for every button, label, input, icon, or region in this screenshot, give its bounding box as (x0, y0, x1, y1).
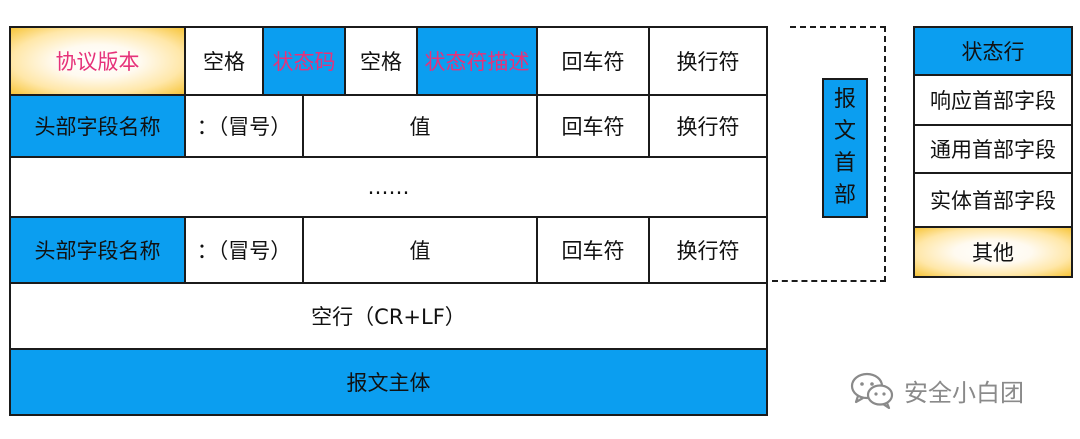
colon-cell-1: ：（冒号） (184, 94, 304, 158)
dashed-bracket-right (884, 26, 886, 282)
dashed-bracket-top (790, 26, 886, 28)
line-feed-cell: 换行符 (648, 26, 768, 96)
legend-other: 其他 (913, 226, 1073, 278)
dashed-bracket-bottom (772, 280, 886, 282)
carriage-return-cell-2: 回车符 (536, 216, 650, 284)
legend-entity-header: 实体首部字段 (913, 172, 1073, 228)
status-description-cell: 状态符描述 (416, 26, 538, 96)
message-header-char: 部 (833, 183, 856, 208)
legend-response-header: 响应首部字段 (913, 74, 1073, 126)
header-field-name-cell-1: 头部字段名称 (9, 94, 186, 158)
message-header-char: 首 (833, 151, 856, 176)
value-cell-2: 值 (302, 216, 538, 284)
value-cell-1: 值 (302, 94, 538, 158)
message-body-row: 报文主体 (9, 348, 768, 416)
line-feed-cell-1: 换行符 (648, 94, 768, 158)
carriage-return-cell: 回车符 (536, 26, 650, 96)
wechat-icon (850, 372, 894, 409)
watermark-text: 安全小白团 (904, 378, 1024, 407)
watermark: 安全小白团 (850, 368, 1024, 412)
message-header-char: 文 (833, 119, 856, 144)
legend-general-header: 通用首部字段 (913, 124, 1073, 174)
colon-cell-2: ：（冒号） (184, 216, 304, 284)
space-cell-2: 空格 (344, 26, 418, 96)
legend-status-line: 状态行 (913, 26, 1073, 76)
message-header-char: 报 (833, 87, 856, 112)
header-field-name-cell-2: 头部字段名称 (9, 216, 186, 284)
ellipsis-row: …… (9, 156, 768, 218)
line-feed-cell-2: 换行符 (648, 216, 768, 284)
space-cell-1: 空格 (184, 26, 264, 96)
blank-line-row: 空行（CR+LF） (9, 282, 768, 350)
carriage-return-cell-1: 回车符 (536, 94, 650, 158)
protocol-version-cell: 协议版本 (9, 26, 186, 96)
message-header-label: 报 文 首 部 (822, 78, 868, 218)
status-code-cell: 状态码 (262, 26, 346, 96)
